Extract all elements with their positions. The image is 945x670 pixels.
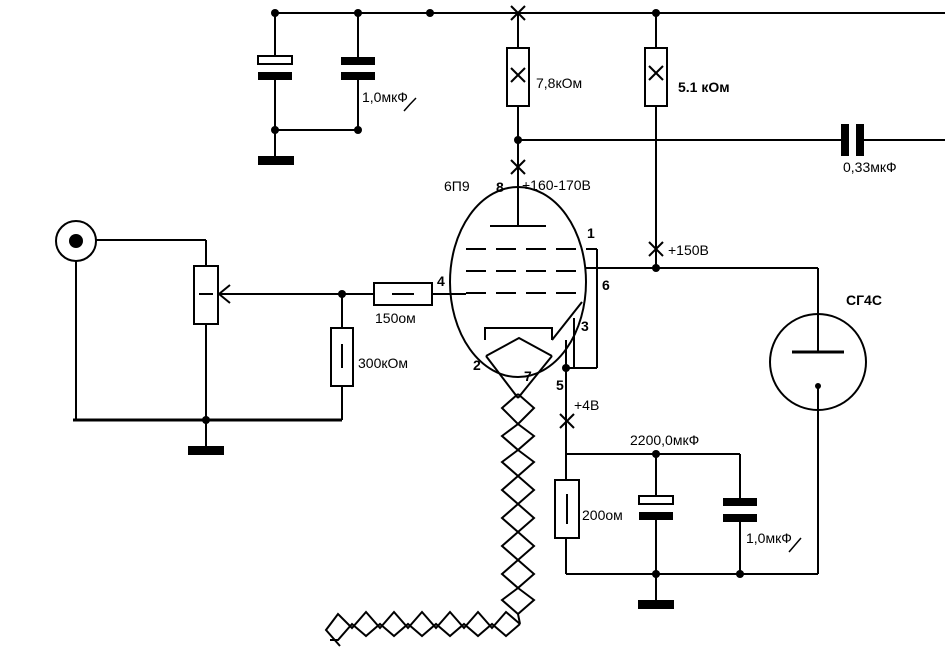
screen-resistor-label: 5.1 кОм [678,79,730,95]
anode-resistor-label: 7,8кОм [536,75,582,91]
cathode-film-capacitor [723,454,757,574]
cathode-resistor-label: 200ом [582,507,623,523]
cathode-resistor [554,454,580,574]
supply-cap-tick [403,97,417,112]
pentode-tube [449,186,587,378]
screen-voltage-label: +150В [668,242,709,258]
cathode-voltage-label: +4В [574,397,599,413]
supply-cap-label: 1,0мкФ [362,89,408,105]
cathode-cap-tick [788,537,802,553]
cathode-cap-label: 1,0мкФ [746,530,792,546]
anode-resistor [506,13,530,196]
pin-8-label: 8 [496,179,504,195]
input-ground-bus [73,416,342,455]
supply-rail [271,5,945,21]
screen-resistor [644,13,668,272]
pin-7-label: 7 [524,368,532,384]
input-resistor-label: 300кОм [358,355,408,371]
ground-symbol [638,600,674,609]
ground-symbol [258,156,294,165]
supply-electrolytic-capacitor [257,13,294,165]
screen-grid-wiring [562,248,819,372]
heater-leads [324,355,553,647]
tube-type-label: 6П9 [444,178,470,194]
pin-1-label: 1 [587,225,595,241]
output-coupling-capacitor [518,124,945,156]
pin-3-label: 3 [581,318,589,334]
cathode-electrolytic-capacitor [638,454,674,574]
volume-potentiometer [95,239,270,420]
ground-symbol [188,446,224,455]
grid-resistor [219,282,466,306]
voltage-regulator-tube [769,313,867,574]
anode-voltage-label: +160-170В [522,177,591,193]
pin-6-label: 6 [602,277,610,293]
output-cap-label: 0,33мкФ [843,159,897,175]
pin-5-label: 5 [556,377,564,393]
regulator-type-label: СГ4С [846,292,882,308]
cathode-electrolytic-label: 2200,0мкФ [630,432,699,448]
input-resistor [330,294,354,420]
grid-resistor-label: 150ом [375,310,416,326]
pin-4-label: 4 [437,273,445,289]
supply-film-capacitor [275,13,375,134]
input-jack [55,220,97,420]
pin-2-label: 2 [473,357,481,373]
